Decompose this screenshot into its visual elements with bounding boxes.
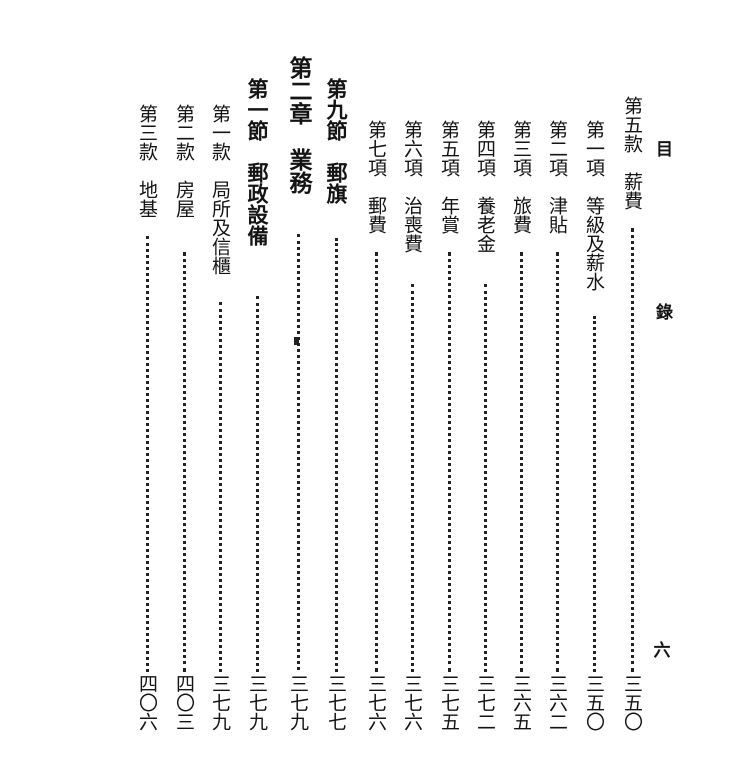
entry-title: 養老金 bbox=[474, 196, 496, 253]
entry-text: 第二項 津貼 bbox=[541, 120, 573, 234]
entry-label: 第六項 bbox=[401, 120, 423, 177]
entry-page: 三六二 bbox=[546, 674, 568, 731]
entry-title: 等級及薪水 bbox=[583, 196, 605, 291]
entry-label: 第九節 bbox=[324, 78, 349, 141]
entry-label: 第三款 bbox=[136, 104, 158, 161]
dot-leader bbox=[219, 302, 222, 672]
dot-leader bbox=[556, 252, 559, 672]
toc-entry-chapter-2-operations: 第二章 業務 三七九 bbox=[282, 56, 314, 762]
entry-text: 第五款 薪費 bbox=[616, 96, 648, 210]
dot-leader bbox=[375, 252, 378, 672]
dot-leader bbox=[335, 238, 338, 672]
entry-title: 治喪費 bbox=[401, 196, 423, 253]
entry-label: 第二章 bbox=[285, 56, 312, 125]
entry-title: 年賞 bbox=[438, 196, 460, 234]
toc-entry-3rd-kuan-land: 第三款 地基 四〇六 bbox=[131, 104, 163, 762]
entry-title: 津貼 bbox=[546, 196, 568, 234]
entry-label: 第一節 bbox=[245, 78, 270, 141]
dot-leader bbox=[448, 252, 451, 672]
ink-speck bbox=[294, 337, 299, 345]
toc-entry-7th-xiang-postage: 第七項 郵費 三七六 bbox=[360, 120, 392, 762]
entry-page: 三七六 bbox=[365, 674, 387, 731]
entry-title: 局所及信櫃 bbox=[209, 180, 231, 275]
toc-entry-6th-xiang-funeral: 第六項 治喪費 三七六 bbox=[396, 120, 428, 762]
dot-leader bbox=[297, 234, 300, 670]
dot-leader bbox=[256, 296, 259, 672]
entry-label: 第五款 bbox=[621, 96, 643, 153]
entry-page: 四〇六 bbox=[136, 674, 158, 731]
entry-page: 三五〇 bbox=[621, 674, 643, 731]
entry-title: 業務 bbox=[285, 148, 312, 194]
entry-label: 第五項 bbox=[438, 120, 460, 177]
entry-label: 第七項 bbox=[365, 120, 387, 177]
entry-label: 第一項 bbox=[583, 120, 605, 177]
toc-entry-9th-jie-postal-flag: 第九節 郵旗 三七七 bbox=[320, 78, 352, 762]
entry-title: 地基 bbox=[136, 180, 158, 218]
entry-label: 第二項 bbox=[546, 120, 568, 177]
entry-title: 郵旗 bbox=[324, 162, 349, 204]
entry-page: 三六五 bbox=[510, 674, 532, 731]
toc-entry-1st-jie-postal-equipment: 第一節 郵政設備 三七九 bbox=[241, 78, 273, 762]
dot-leader bbox=[411, 284, 414, 672]
entry-text: 第一項 等級及薪水 bbox=[578, 120, 610, 291]
toc-entry-2nd-kuan-buildings: 第二款 房屋 四〇三 bbox=[168, 104, 200, 762]
entry-text: 第一節 郵政設備 bbox=[241, 78, 273, 246]
page-header-title: 目 錄 bbox=[652, 140, 672, 390]
dot-leader bbox=[484, 284, 487, 672]
entry-text: 第七項 郵費 bbox=[360, 120, 392, 234]
toc-entry-5th-xiang-bonus: 第五項 年賞 三七五 bbox=[433, 120, 465, 762]
entry-title: 薪費 bbox=[621, 172, 643, 210]
entry-text: 第二款 房屋 bbox=[168, 104, 200, 218]
entry-label: 第一款 bbox=[209, 104, 231, 161]
entry-text: 第二章 業務 bbox=[282, 56, 314, 194]
entry-page: 三七九 bbox=[246, 674, 268, 731]
entry-label: 第二款 bbox=[173, 104, 195, 161]
entry-text: 第三項 旅費 bbox=[505, 120, 537, 234]
dot-leader bbox=[520, 252, 523, 672]
toc-entry-1st-kuan-offices: 第一款 局所及信櫃 三七九 bbox=[204, 104, 236, 762]
entry-page: 四〇三 bbox=[173, 674, 195, 731]
entry-title: 旅費 bbox=[510, 196, 532, 234]
entry-text: 第三款 地基 bbox=[131, 104, 163, 218]
entry-text: 第一款 局所及信櫃 bbox=[204, 104, 236, 275]
entry-text: 第九節 郵旗 bbox=[320, 78, 352, 204]
toc-entry-2nd-xiang-allowance: 第二項 津貼 三六二 bbox=[541, 120, 573, 762]
dot-leader bbox=[146, 236, 149, 672]
toc-entry-5th-kuan-salary: 第五款 薪費 三五〇 bbox=[616, 96, 648, 762]
entry-page: 三七五 bbox=[438, 674, 460, 731]
dot-leader bbox=[593, 316, 596, 672]
entry-page: 三七九 bbox=[209, 674, 231, 731]
entry-page: 三五〇 bbox=[583, 674, 605, 731]
entry-title: 房屋 bbox=[173, 180, 195, 218]
dot-leader bbox=[183, 252, 186, 672]
toc-entry-3rd-xiang-travel: 第三項 旅費 三六五 bbox=[505, 120, 537, 762]
entry-title: 郵費 bbox=[365, 196, 387, 234]
dot-leader bbox=[631, 228, 634, 672]
entry-page: 三七二 bbox=[474, 674, 496, 731]
entry-text: 第六項 治喪費 bbox=[396, 120, 428, 253]
entry-text: 第四項 養老金 bbox=[469, 120, 501, 253]
entry-page: 三七七 bbox=[325, 674, 347, 731]
entry-page: 三七六 bbox=[401, 674, 423, 731]
toc-entry-1st-xiang-grade: 第一項 等級及薪水 三五〇 bbox=[578, 120, 610, 762]
entry-text: 第五項 年賞 bbox=[433, 120, 465, 234]
entry-label: 第四項 bbox=[474, 120, 496, 177]
page-number: 六 bbox=[653, 641, 671, 661]
toc-entry-4th-xiang-pension: 第四項 養老金 三七二 bbox=[469, 120, 501, 762]
entry-title: 郵政設備 bbox=[245, 162, 270, 246]
entry-label: 第三項 bbox=[510, 120, 532, 177]
entry-page: 三七九 bbox=[287, 674, 309, 731]
